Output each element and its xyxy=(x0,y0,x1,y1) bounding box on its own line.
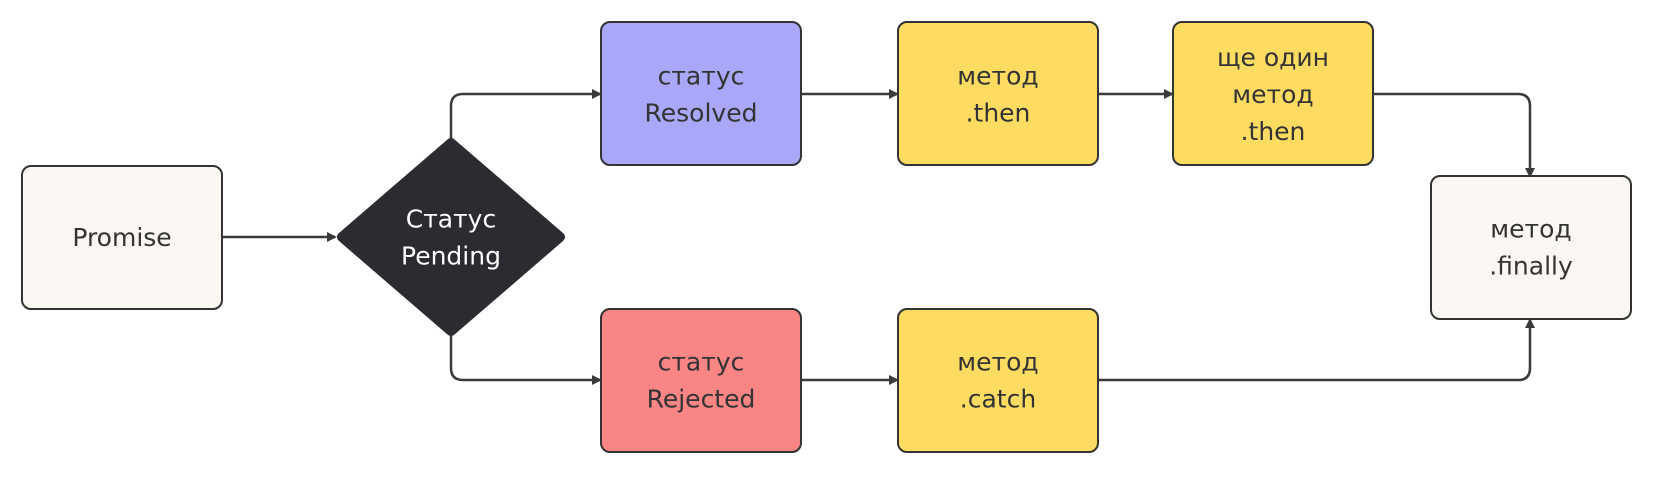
node-status-resolved-box xyxy=(600,21,802,166)
node-method-then[interactable]: метод .then xyxy=(897,21,1099,166)
node-method-finally-label: метод .finally xyxy=(1489,215,1573,281)
node-method-then-box xyxy=(897,21,1099,166)
node-method-then-label: метод .then xyxy=(957,62,1038,128)
node-method-finally-label-line: метод xyxy=(1490,215,1571,244)
node-method-catch-box xyxy=(897,308,1099,453)
node-another-method-then-label: ще один метод .then xyxy=(1217,43,1329,146)
node-method-catch-label-line: метод xyxy=(957,348,1038,377)
node-method-catch-label-line: .catch xyxy=(960,385,1036,414)
node-method-catch-label: метод .catch xyxy=(957,348,1038,414)
node-promise-box xyxy=(21,165,223,310)
node-another-method-then[interactable]: ще один метод .then xyxy=(1172,21,1374,166)
node-promise-label-line: Promise xyxy=(72,223,171,252)
node-method-catch[interactable]: метод .catch xyxy=(897,308,1099,453)
edges xyxy=(223,89,1535,385)
node-method-finally[interactable]: метод .finally xyxy=(1430,175,1632,320)
node-method-then-label-line: .then xyxy=(966,99,1031,128)
node-method-finally-box xyxy=(1430,175,1632,320)
node-status-resolved-label-line: Resolved xyxy=(645,99,758,128)
node-method-then-label-line: метод xyxy=(957,62,1038,91)
node-status-rejected-box xyxy=(600,308,802,453)
node-another-method-then-box xyxy=(1172,21,1374,166)
edge-another-then-to-finally xyxy=(1373,92,1535,178)
node-status-pending-label-line: Статус xyxy=(406,205,496,234)
node-another-method-then-label-line: ще один xyxy=(1217,43,1329,72)
node-status-pending-diamond xyxy=(337,138,565,336)
node-status-resolved-label-line: статус xyxy=(658,62,745,91)
node-promise[interactable]: Promise xyxy=(21,165,223,310)
node-another-method-then-label-line: метод xyxy=(1232,80,1313,109)
node-another-method-then-label-line: .then xyxy=(1241,117,1306,146)
edge-pending-to-resolved xyxy=(449,89,602,141)
node-promise-label: Promise xyxy=(72,223,171,252)
node-method-finally-label-line: .finally xyxy=(1489,252,1573,281)
node-status-rejected-label-line: статус xyxy=(658,348,745,377)
node-status-rejected-label-line: Rejected xyxy=(647,385,756,414)
node-status-pending-label-line: Pending xyxy=(401,242,501,271)
edge-pending-to-rejected xyxy=(449,333,602,385)
edge-catch-to-finally xyxy=(1098,318,1535,382)
